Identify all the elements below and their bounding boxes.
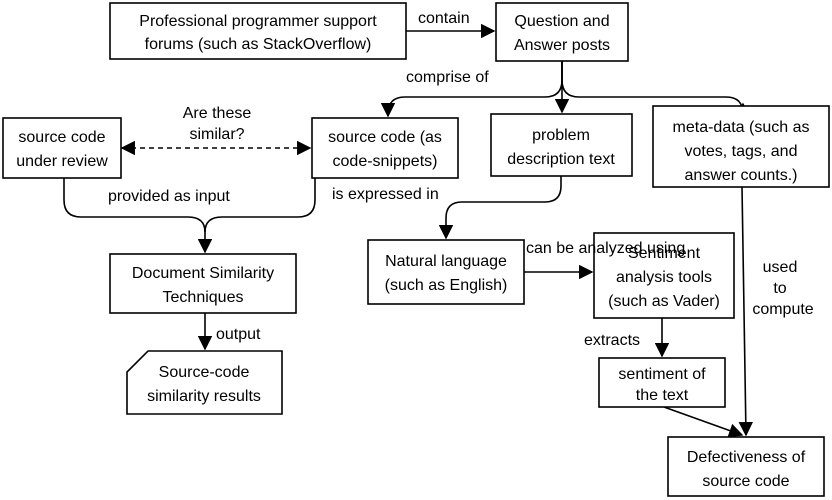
edge-problem-to-language [438, 176, 562, 240]
node-sentiment-tools: Sentiment analysis tools (such as Vader) [593, 232, 735, 319]
node-natural-language: Natural language (such as English) [367, 239, 525, 305]
node-sentiment-tools-line2: analysis tools [616, 269, 712, 286]
node-sentiment-text: sentiment of the text [598, 357, 726, 408]
node-results-line1: Source-code [159, 364, 250, 381]
label-is-expressed-in: is expressed in [332, 186, 439, 203]
label-compute: compute [752, 301, 813, 318]
edge-snippets-to-docsim [204, 178, 316, 233]
node-sentiment-tools-line1: Sentiment [628, 245, 701, 262]
label-output: output [216, 326, 261, 343]
label-provided-as-input: provided as input [108, 188, 230, 205]
label-to: to [773, 280, 786, 297]
edge-metadata-to-defectiveness [738, 186, 753, 437]
label-extracts: extracts [584, 332, 640, 349]
node-code-snippets: source code (as code-snippets) [311, 117, 459, 179]
node-qa-posts: Question and Answer posts [495, 2, 629, 62]
node-defectiveness: Defectiveness of source code [667, 436, 825, 497]
node-results-line2: similarity results [147, 388, 261, 405]
node-sentiment-tools-line3: (such as Vader) [608, 293, 720, 310]
label-similar: similar? [189, 126, 244, 143]
node-forums: Professional programmer support forums (… [109, 2, 407, 60]
node-language-line2: (such as English) [385, 277, 508, 294]
node-qa-line1: Question and [514, 13, 609, 30]
node-metadata-line1: meta-data (such as [673, 119, 810, 136]
node-forums-line2: forums (such as StackOverflow) [145, 36, 372, 53]
node-defectiveness-line1: Defectiveness of [687, 449, 806, 466]
edge-qa-to-snippets [380, 61, 563, 118]
node-metadata-line3: answer counts.) [685, 167, 798, 184]
node-problem-text: problem description text [490, 113, 633, 177]
node-code-review-line2: under review [16, 153, 108, 170]
node-similarity-results: Source-code similarity results [126, 350, 283, 415]
node-snippets-line1: source code (as [328, 129, 442, 146]
node-qa-line2: Answer posts [514, 37, 610, 54]
label-contain: contain [418, 10, 470, 27]
node-code-review-line1: source code [18, 129, 105, 146]
label-used: used [763, 259, 798, 276]
node-docsim-line1: Document Similarity [132, 265, 274, 282]
node-sentiment-text-line1: sentiment of [618, 366, 706, 383]
node-problem-line1: problem [532, 127, 590, 144]
node-snippets-line2: code-snippets) [333, 153, 438, 170]
label-are-these: Are these [183, 105, 252, 122]
node-metadata: meta-data (such as votes, tags, and answ… [652, 105, 830, 188]
label-can-be-analyzed: can be analyzed using [526, 240, 685, 257]
node-code-review: source code under review [2, 117, 122, 179]
node-sentiment-text-line2: the text [636, 387, 689, 404]
node-metadata-line2: votes, tags, and [685, 143, 798, 160]
edge-text-to-defectiveness [663, 406, 744, 438]
node-problem-line2: description text [507, 151, 615, 168]
node-defectiveness-line2: source code [702, 473, 789, 490]
label-comprise-of: comprise of [406, 69, 489, 86]
edge-review-to-docsim [63, 178, 213, 254]
node-doc-similarity: Document Similarity Techniques [109, 253, 297, 314]
node-language-line1: Natural language [385, 253, 507, 270]
node-docsim-line2: Techniques [163, 289, 244, 306]
node-forums-line1: Professional programmer support [139, 13, 377, 30]
